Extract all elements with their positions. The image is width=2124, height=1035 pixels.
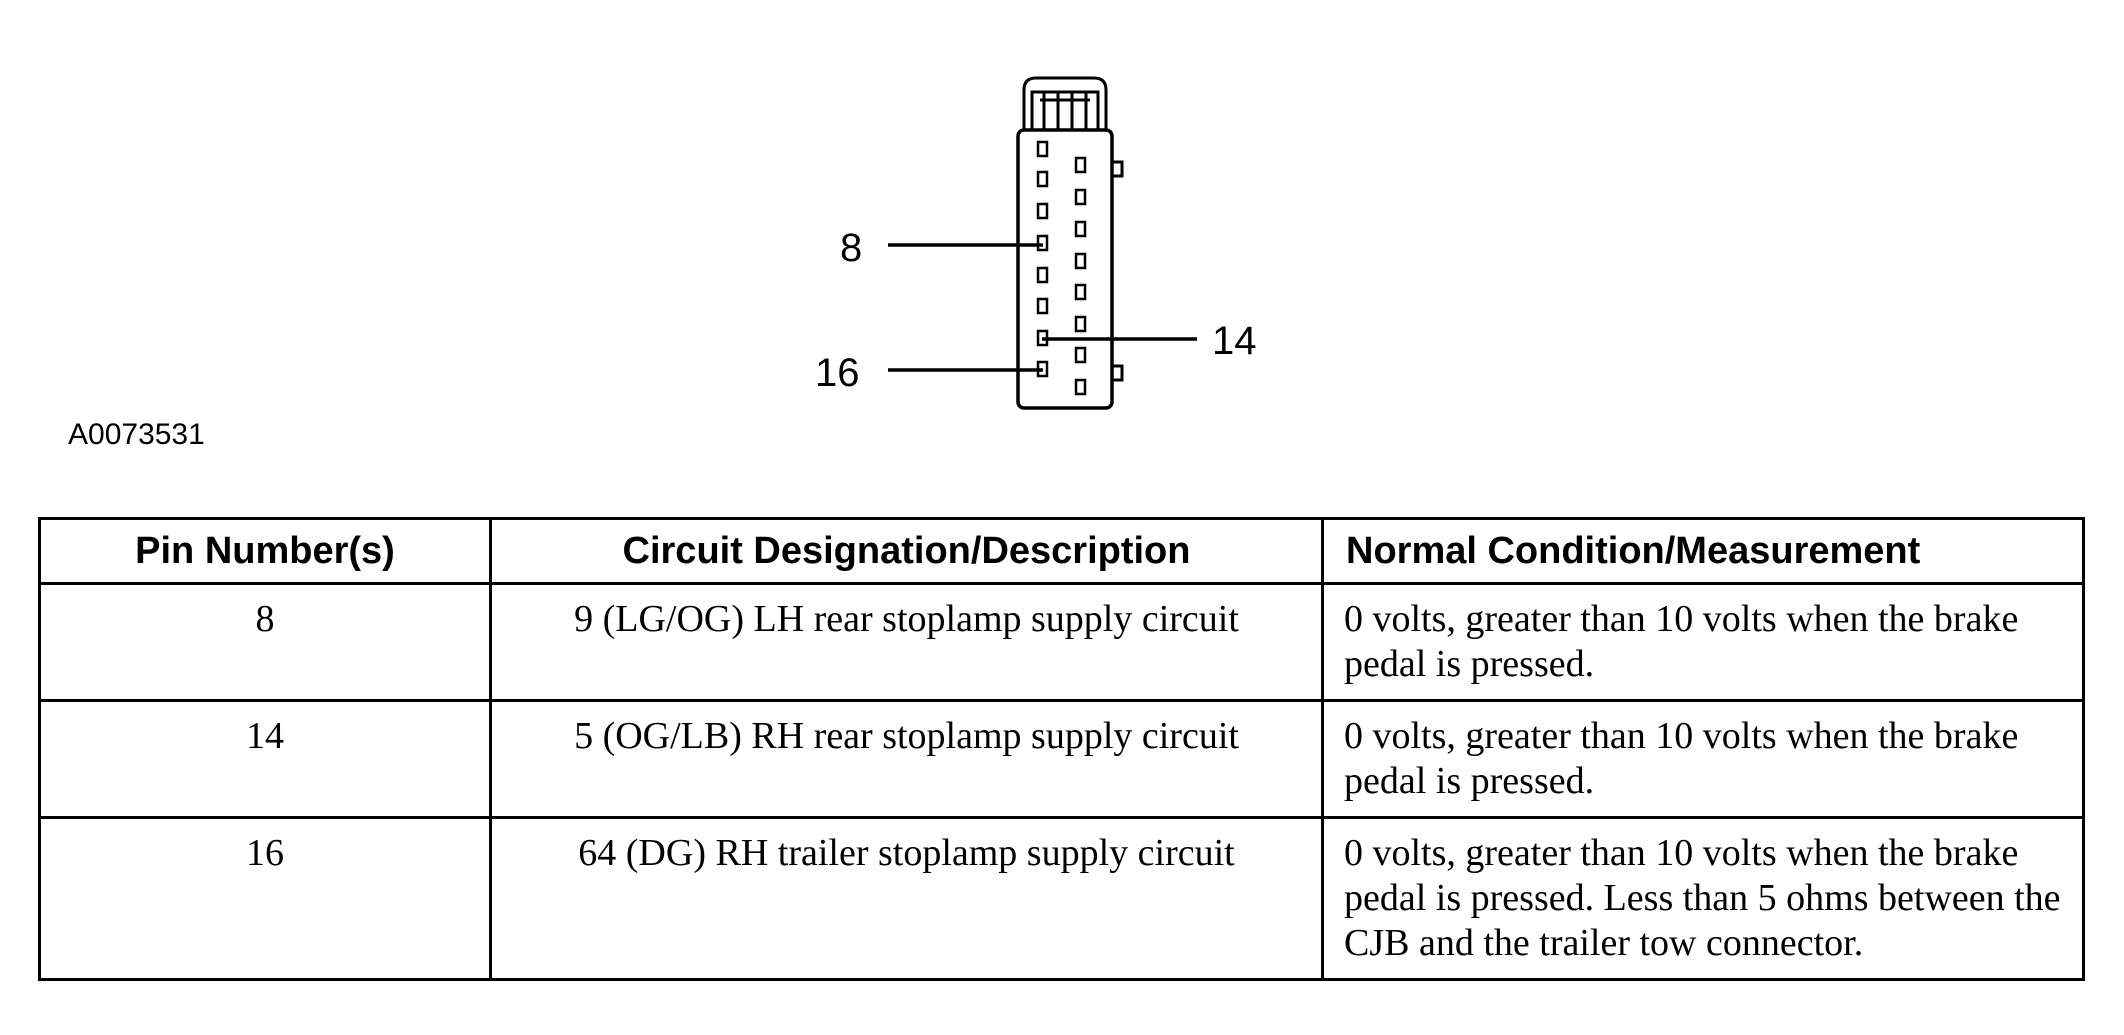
table-header-row: Pin Number(s) Circuit Designation/Descri… [38,517,2085,585]
circuit-cell: 64 (DG) RH trailer stoplamp supply circu… [489,816,1324,981]
condition-cell: 0 volts, greater than 10 volts when the … [1321,582,2085,702]
table-row: 8 9 (LG/OG) LH rear stoplamp supply circ… [38,582,2085,702]
pin-number-cell: 16 [38,816,492,981]
pin-16-label: 16 [815,351,860,395]
condition-cell: 0 volts, greater than 10 volts when the … [1321,816,2085,981]
pin-8-label: 8 [840,226,863,270]
pin-number-cell: 14 [38,699,492,819]
connector-tab-upper [1110,160,1124,178]
table-row: 14 5 (OG/LB) RH rear stoplamp supply cir… [38,699,2085,819]
connector-body [1016,128,1114,410]
connector-latch [1022,76,1108,130]
connector-diagram [888,76,1197,410]
connector-figure: 8 14 16 A0073531 [68,76,1257,451]
table-row: 16 64 (DG) RH trailer stoplamp supply ci… [38,816,2085,981]
figure-id: A0073531 [68,418,205,451]
pin-table: Pin Number(s) Circuit Designation/Descri… [38,517,2085,981]
circuit-cell: 5 (OG/LB) RH rear stoplamp supply circui… [489,699,1324,819]
pin-14-label: 14 [1212,319,1257,363]
pin-column-right [1074,156,1087,396]
condition-cell: 0 volts, greater than 10 volts when the … [1321,699,2085,819]
header-circuit-designation: Circuit Designation/Description [489,517,1324,585]
pin-number-cell: 8 [38,582,492,702]
header-normal-condition: Normal Condition/Measurement [1321,517,2085,585]
header-pin-numbers: Pin Number(s) [38,517,492,585]
circuit-cell: 9 (LG/OG) LH rear stoplamp supply circui… [489,582,1324,702]
connector-tab-lower [1110,364,1124,382]
pin-column-left [1036,140,1049,378]
